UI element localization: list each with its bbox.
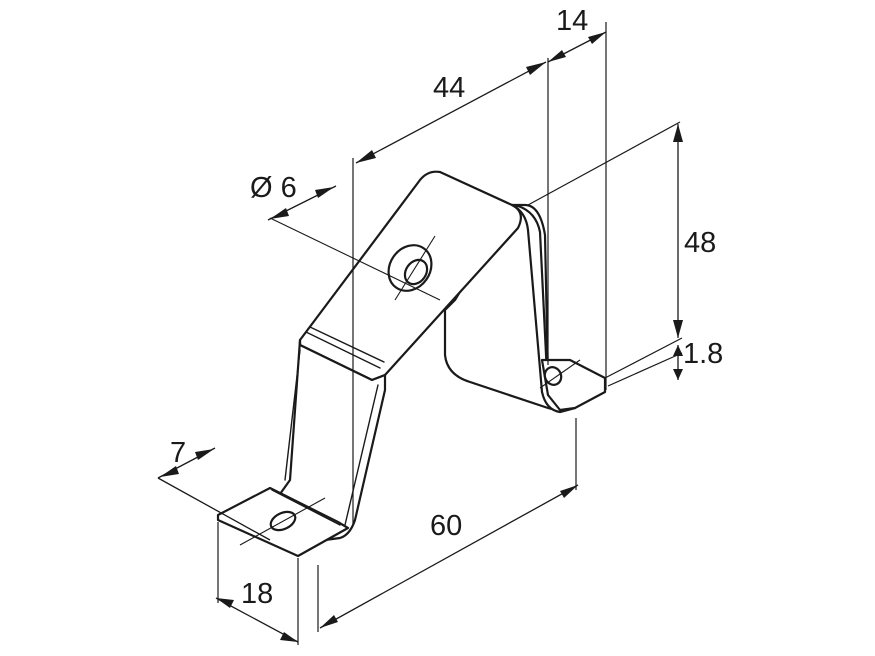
- top-hole-inner: [403, 258, 429, 286]
- arrow-7-a: [160, 466, 179, 477]
- dim-label-hole-diameter: Ø 6: [250, 172, 297, 204]
- dim-label-height: 48: [684, 227, 716, 259]
- left-foot-bend: [271, 489, 341, 526]
- arrow-14-right: [588, 32, 606, 44]
- ext-line-18-bottom: [607, 352, 683, 387]
- dim-line-44: [355, 61, 547, 164]
- bracket-right-leg-outer: [510, 203, 577, 414]
- arrow-60-left: [320, 615, 338, 628]
- top-hole-center-line-2: [394, 235, 436, 301]
- left-leg-edge-1: [344, 384, 379, 526]
- arrow-48-top: [673, 124, 683, 142]
- arrow-48-bottom: [673, 320, 683, 338]
- bend-line-top-1: [305, 331, 381, 369]
- dim-label-overall-length: 60: [430, 510, 462, 542]
- dim-label-foot-hole-offset: 7: [170, 437, 186, 469]
- arrow-14-left: [548, 50, 566, 62]
- arrow-7-b: [195, 449, 214, 460]
- arrow-18-right: [280, 632, 298, 642]
- dimension-lines: [157, 31, 683, 643]
- left-foot-center-line: [239, 497, 326, 546]
- dim-label-top-length: 44: [433, 72, 465, 104]
- arrow-18-left: [216, 598, 234, 608]
- top-hole-center-line: [269, 217, 441, 301]
- arrow-dia-a: [270, 208, 289, 219]
- right-foot-center-line: [539, 359, 581, 389]
- ext-line-48-bottom: [604, 337, 683, 379]
- arrow-44-left: [356, 150, 376, 163]
- arrow-1-8-top: [673, 345, 683, 356]
- right-foot-hole: [543, 366, 563, 386]
- extension-lines: [217, 22, 683, 645]
- arrow-1-8-bottom: [673, 369, 683, 380]
- dim-label-foot-width: 18: [241, 578, 273, 610]
- arrow-dia-b: [315, 187, 334, 198]
- dim-line-7: [157, 477, 271, 541]
- dim-line-60: [319, 484, 579, 629]
- dim-label-thickness: 1.8: [683, 338, 723, 370]
- dimension-labels: Ø 6 44 14 48 1.8 7 18 60: [170, 5, 723, 610]
- center-lines: [239, 217, 581, 546]
- arrow-60-right: [560, 485, 578, 498]
- bracket-body: [216, 170, 607, 558]
- arrow-44-right: [526, 62, 546, 75]
- bend-line-top-2: [309, 326, 385, 363]
- dim-label-top-offset: 14: [556, 5, 588, 37]
- left-leg-edge-2: [284, 349, 301, 481]
- ext-line-48-top: [527, 121, 681, 206]
